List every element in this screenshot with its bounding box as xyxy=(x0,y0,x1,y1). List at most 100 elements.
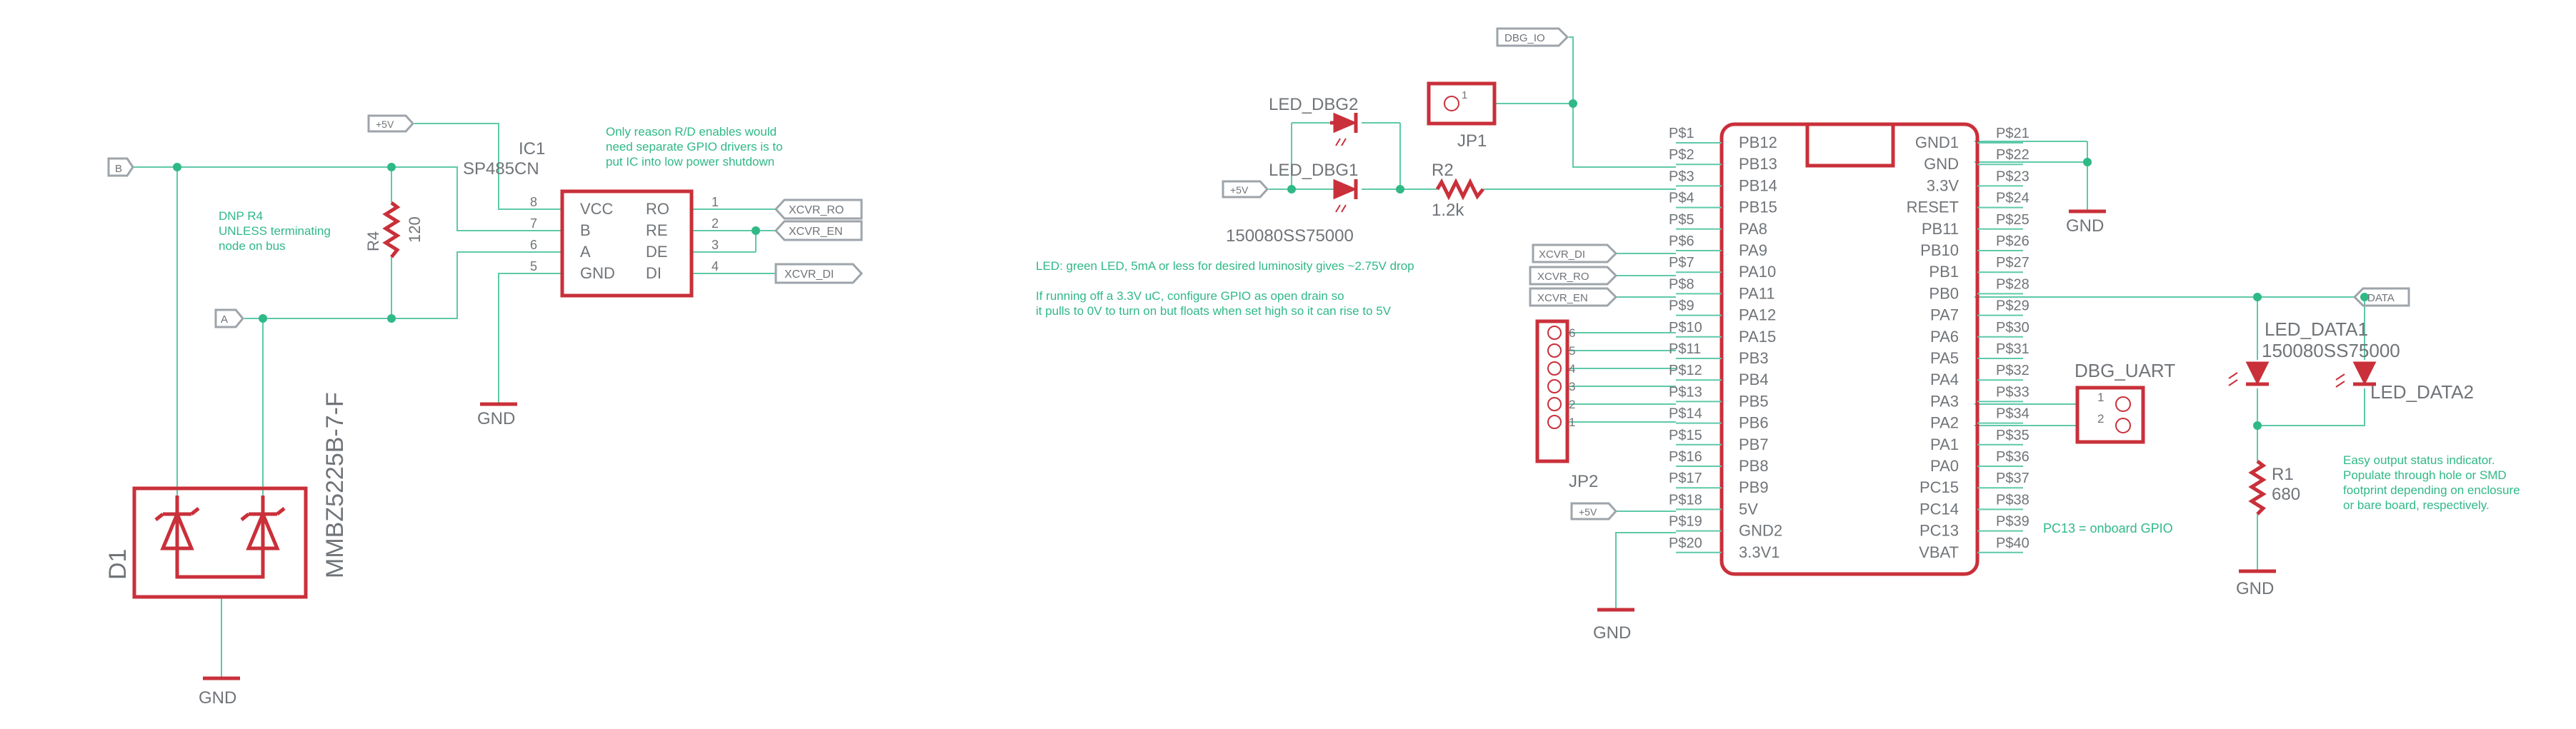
mcu-left-pin-name: PB9 xyxy=(1739,478,1769,496)
mcu-left-pad: P$8 xyxy=(1669,276,1694,292)
mcu-left-pin-name: PB7 xyxy=(1739,436,1769,453)
ic1-pin-number: 4 xyxy=(712,259,719,273)
mcu-right-pad: P$33 xyxy=(1996,384,2030,400)
jp2-pin-pad xyxy=(1547,343,1562,358)
jp1-name: JP1 xyxy=(1457,131,1487,151)
net-label-xcvr-di-mcu: XCVR_DI xyxy=(1532,243,1618,263)
gnd-symbol-mcu-right: GND xyxy=(2066,209,2106,236)
net-label-xcvr-ro-mcu: XCVR_RO xyxy=(1529,266,1618,286)
mcu-right-pin-name: PC13 xyxy=(1919,522,1959,540)
mcu-right-pin-name: PC15 xyxy=(1919,478,1959,496)
mcu-left-pin-name: PB8 xyxy=(1739,457,1769,475)
led-dbg2-name: LED_DBG2 xyxy=(1269,95,1358,114)
svg-text:XCVR_RO: XCVR_RO xyxy=(1537,271,1589,283)
d1-name: D1 xyxy=(104,549,131,580)
mcu-right-pad: P$26 xyxy=(1996,233,2030,249)
svg-text:GND: GND xyxy=(1593,623,1631,643)
mcu-right-pin-name: PA5 xyxy=(1930,349,1959,367)
ic1-pin-label: RE xyxy=(646,221,668,239)
mcu-right-pin-name: PA6 xyxy=(1930,328,1959,346)
r2-resistor: R2 1.2k xyxy=(1432,161,1484,220)
led-note: LED: green LED, 5mA or less for desired … xyxy=(1036,259,1414,318)
gnd-symbol-d1: GND xyxy=(199,676,240,708)
jp2-pin-pad xyxy=(1547,415,1562,429)
svg-text:it pulls to 0V to turn on but: it pulls to 0V to turn on but floats whe… xyxy=(1036,304,1392,318)
mcu-left-pin-name: PB5 xyxy=(1739,392,1769,410)
mcu-right-pad: P$30 xyxy=(1996,320,2030,336)
net-label-5v-ic1: +5V xyxy=(367,114,415,133)
mcu-right-pad: P$24 xyxy=(1996,191,2030,206)
mcu-left-pad: P$20 xyxy=(1669,536,1702,551)
net-label-xcvr-en-ic1: XCVR_EN xyxy=(774,220,863,241)
svg-text:B: B xyxy=(115,163,122,175)
mcu-left-pad: P$9 xyxy=(1669,298,1694,314)
led-data2: LED_DATA2 xyxy=(2335,361,2474,403)
led-dbg1-name: LED_DBG1 xyxy=(1269,161,1358,180)
mcu-right-pad: P$21 xyxy=(1996,126,2030,141)
svg-text:Only reason R/D enables would: Only reason R/D enables would xyxy=(606,125,777,139)
net-label-dbg-io: DBG_IO xyxy=(1496,27,1569,47)
svg-text:XCVR_DI: XCVR_DI xyxy=(1539,248,1585,261)
jp2-pin-pad xyxy=(1547,361,1562,376)
led-data2-name: LED_DATA2 xyxy=(2370,381,2474,403)
mcu-right-pad: P$25 xyxy=(1996,212,2030,228)
mcu-right-pin-name: PB10 xyxy=(1920,241,1959,259)
pc13-note: PC13 = onboard GPIO xyxy=(2043,521,2173,536)
led-data1-value: 150080SS75000 xyxy=(2262,340,2400,361)
mcu-right-pad: P$28 xyxy=(1996,276,2030,292)
net-label-data: DATA xyxy=(2352,287,2410,307)
ic1-note: Only reason R/D enables would need separ… xyxy=(606,125,783,169)
mcu-right-pad: P$22 xyxy=(1996,147,2030,163)
ic1-pin-label: VCC xyxy=(580,200,614,218)
mcu-left-pad: P$6 xyxy=(1669,233,1694,249)
mcu-right-pin-name: PB0 xyxy=(1929,284,1959,302)
mcu-left-pad: P$17 xyxy=(1669,471,1702,486)
ic1-pin-number: 1 xyxy=(712,195,719,209)
status-note: Easy output status indicator. Populate t… xyxy=(2343,453,2520,512)
mcu-right-pad: P$40 xyxy=(1996,536,2030,551)
svg-text:put IC into low power shutdown: put IC into low power shutdown xyxy=(606,155,774,169)
svg-text:GND: GND xyxy=(2236,579,2274,598)
jp2-pin-number: 2 xyxy=(1569,398,1575,411)
mcu-right-pin-name: PB11 xyxy=(1922,220,1959,238)
junctions xyxy=(173,99,2369,430)
ic1-pin-number: 7 xyxy=(530,216,537,231)
mcu-left-pad: P$14 xyxy=(1669,406,1702,422)
svg-text:DBG_IO: DBG_IO xyxy=(1504,32,1545,44)
svg-text:1: 1 xyxy=(1462,89,1467,101)
jp2-pin-number: 4 xyxy=(1569,362,1575,376)
mcu-left-pad: P$18 xyxy=(1669,492,1702,508)
jp2-pin-number: 6 xyxy=(1569,326,1575,340)
led-dbg2: LED_DBG2 xyxy=(1269,95,1358,146)
svg-text:DNP R4: DNP R4 xyxy=(219,209,263,223)
jp1-header: 1 JP1 xyxy=(1427,81,1497,151)
mcu-left-pad: P$7 xyxy=(1669,255,1694,271)
jp2-pin-number: 3 xyxy=(1569,380,1575,393)
net-label-b: B xyxy=(107,157,134,177)
mcu-left-pin-name: PB12 xyxy=(1739,134,1777,151)
svg-text:need separate GPIO drivers is: need separate GPIO drivers is to xyxy=(606,140,783,154)
led-dbg-value: 150080SS75000 xyxy=(1226,226,1354,246)
dbg-uart-header: 1 2 DBG_UART xyxy=(2075,360,2175,444)
mcu-right-pin-name: PA4 xyxy=(1930,371,1959,388)
led-data1: LED_DATA1 150080SS75000 xyxy=(2228,318,2400,386)
mcu-right-pad: P$35 xyxy=(1996,428,2030,443)
mcu-right-pad: P$29 xyxy=(1996,298,2030,314)
svg-text:2: 2 xyxy=(2097,412,2104,426)
mcu-left-pad: P$1 xyxy=(1669,126,1694,141)
svg-text:XCVR_DI: XCVR_DI xyxy=(784,268,834,281)
svg-text:DATA: DATA xyxy=(2367,292,2395,304)
d1-value: MMBZ5225B-7-F xyxy=(321,392,349,578)
svg-text:XCVR_EN: XCVR_EN xyxy=(1537,292,1588,304)
mcu-left-pad: P$19 xyxy=(1669,514,1702,530)
mcu-left-pad: P$3 xyxy=(1669,169,1694,184)
svg-text:LED: green LED, 5mA or less fo: LED: green LED, 5mA or less for desired … xyxy=(1036,259,1414,273)
ic1-pin-number: 3 xyxy=(712,238,719,252)
mcu-left-pad: P$15 xyxy=(1669,428,1702,443)
ic1-pin-number: 5 xyxy=(530,259,537,273)
svg-text:UNLESS terminating: UNLESS terminating xyxy=(219,224,331,238)
ic1-pin-number: 2 xyxy=(712,216,719,231)
